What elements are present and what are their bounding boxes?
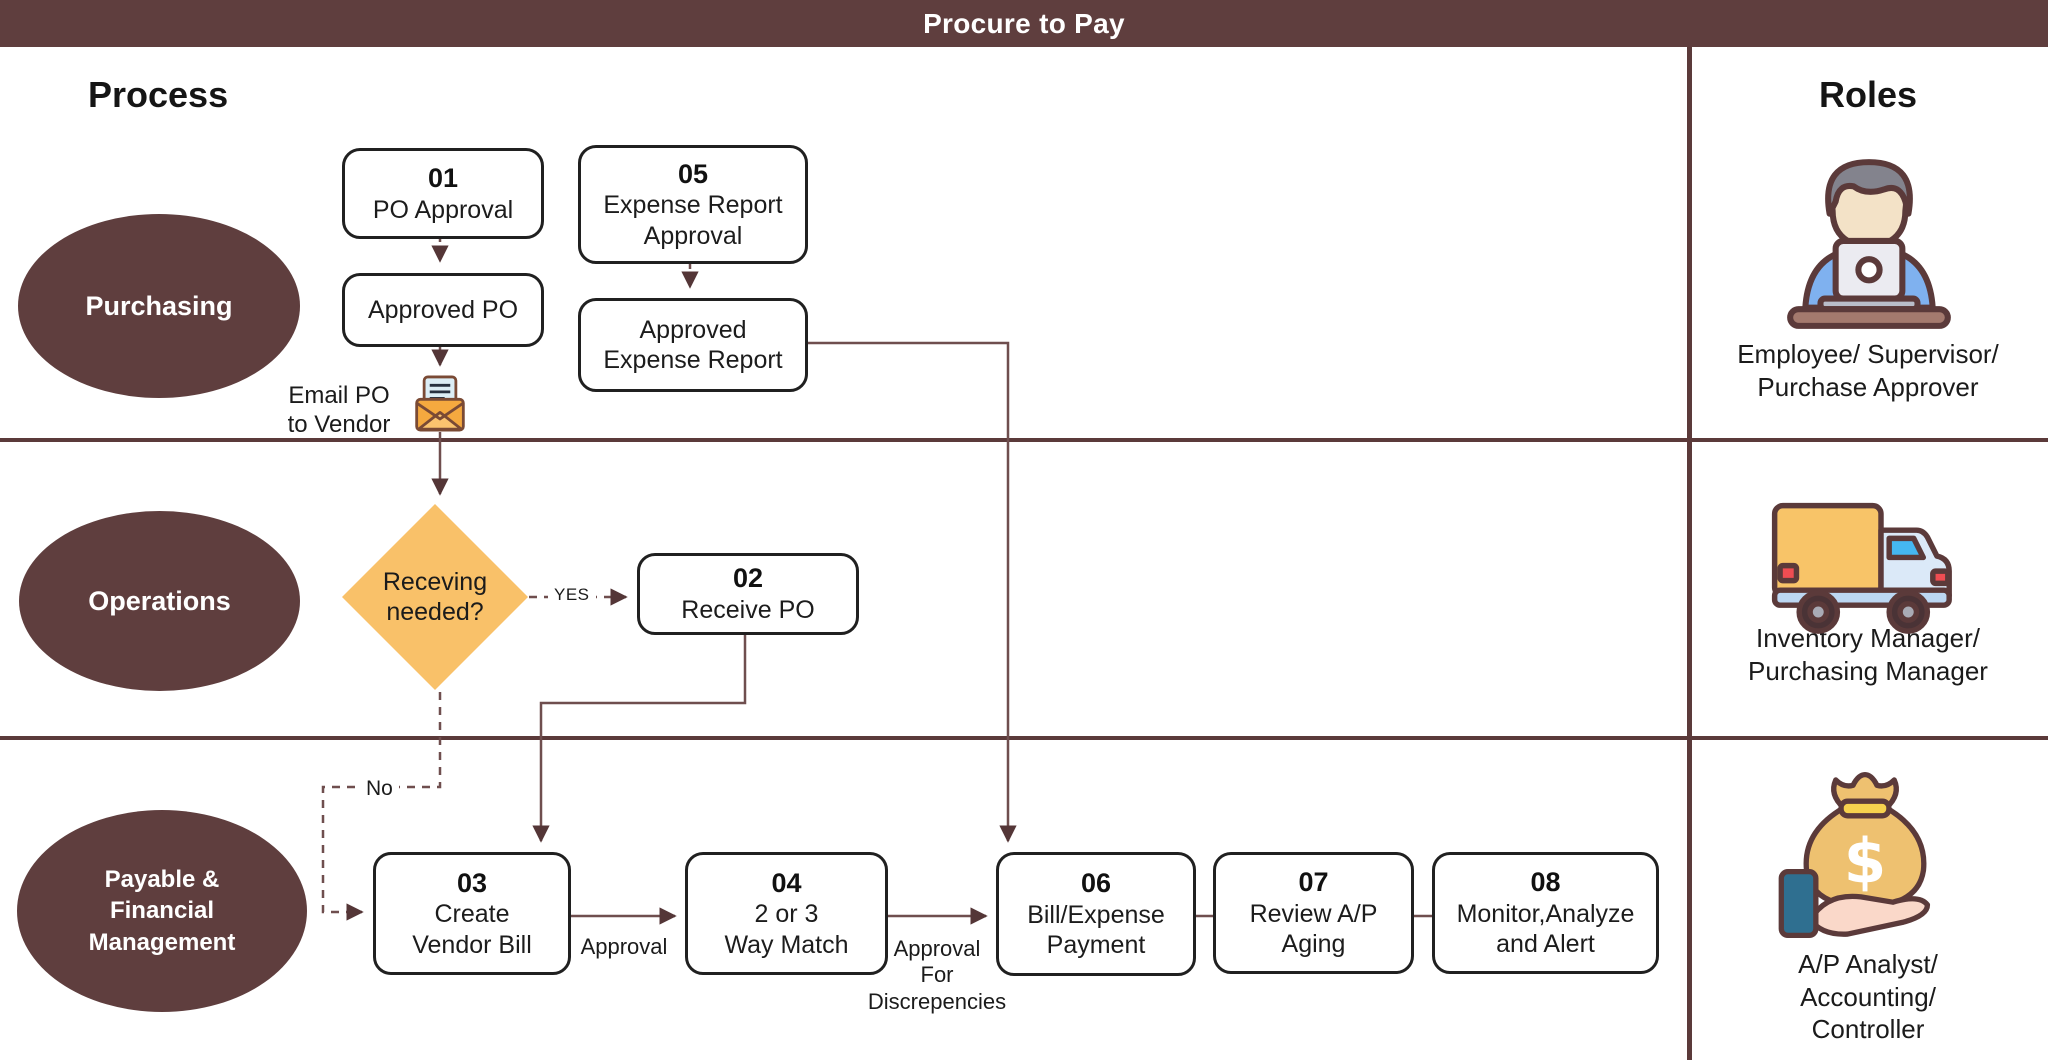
step-02-number: 02 xyxy=(732,563,764,594)
step-03-create-vendor-bill: 03 Create Vendor Bill xyxy=(373,852,571,975)
decision-receiving-needed: Receving needed? xyxy=(342,504,528,690)
step-08-label: Monitor,Analyze and Alert xyxy=(1456,899,1635,959)
lane-payable-financial-management: Payable & Financial Management xyxy=(17,810,307,1012)
lane-purchasing-label: Purchasing xyxy=(85,290,233,321)
decision-label: Receving needed? xyxy=(382,568,488,626)
step-04-way-match: 04 2 or 3 Way Match xyxy=(685,852,888,975)
lane-operations-label: Operations xyxy=(88,585,231,616)
role-2-label: Inventory Manager/ Purchasing Manager xyxy=(1748,623,1988,686)
email-po-to-vendor-label: Email PO to Vendor xyxy=(287,382,391,438)
process-header: Process xyxy=(88,74,229,115)
step-06-number: 06 xyxy=(1080,868,1112,899)
approved-expense-report-box: Approved Expense Report xyxy=(578,298,808,392)
step-04-number: 04 xyxy=(771,867,802,898)
money-bag-hand-icon: $ xyxy=(1772,768,1958,959)
role-1-label: Employee/ Supervisor/ Purchase Approver xyxy=(1737,339,1999,402)
lane-divider-1 xyxy=(0,438,2048,442)
approved-expense-report-label: Approved Expense Report xyxy=(603,315,783,375)
lane-purchasing: Purchasing xyxy=(18,214,300,398)
email-envelope-icon xyxy=(412,374,468,434)
lane-operations: Operations xyxy=(19,511,300,691)
step-08-number: 08 xyxy=(1530,867,1561,898)
step-07-review-ap-aging: 07 Review A/P Aging xyxy=(1213,852,1414,974)
approved-po-box: Approved PO xyxy=(342,273,544,347)
process-roles-border xyxy=(1687,47,1692,1060)
step-01-number: 01 xyxy=(427,162,459,193)
step-05-number: 05 xyxy=(677,158,709,189)
arrow-02-to-03 xyxy=(532,631,747,843)
step-06-label: Bill/Expense Payment xyxy=(1027,900,1165,960)
step-03-number: 03 xyxy=(456,867,488,898)
page-title: Procure to Pay xyxy=(923,7,1125,39)
yes-label: YES xyxy=(548,584,596,607)
step-01-label: PO Approval xyxy=(372,195,514,224)
step-05-label: Expense Report Approval xyxy=(603,191,783,250)
arrow-decision-no-to-03 xyxy=(321,692,442,921)
step-03-label: Create Vendor Bill xyxy=(412,900,532,959)
step-07-label: Review A/P Aging xyxy=(1249,899,1378,959)
lane-divider-2 xyxy=(0,736,2048,740)
no-label: No xyxy=(360,775,399,803)
step-02-receive-po: 02 Receive PO xyxy=(637,553,859,635)
lane-payable-label: Payable & Financial Management xyxy=(88,866,236,956)
step-05-expense-report-approval: 05 Expense Report Approval xyxy=(578,145,808,264)
arrow-approved-expense-report-to-06 xyxy=(803,341,1017,843)
employee-laptop-icon xyxy=(1778,150,1960,343)
role-3-label: A/P Analyst/ Accounting/ Controller xyxy=(1798,949,1938,1044)
step-04-label: 2 or 3 Way Match xyxy=(724,900,849,959)
decision-diamond-shape xyxy=(342,504,528,690)
step-06-bill-expense-payment: 06 Bill/Expense Payment xyxy=(996,852,1196,976)
step-08-monitor-analyze-alert: 08 Monitor,Analyze and Alert xyxy=(1432,852,1659,974)
step-07-number: 07 xyxy=(1298,867,1329,898)
title-bar: Procure to Pay xyxy=(0,0,2048,47)
roles-header: Roles xyxy=(1818,74,1918,115)
delivery-truck-icon xyxy=(1762,492,1970,647)
approved-po-label: Approved PO xyxy=(367,295,519,324)
approval-label: Approval xyxy=(580,934,668,959)
step-02-label: Receive PO xyxy=(681,596,815,625)
approval-for-discrepencies-label: Approval For Discrepencies xyxy=(867,936,1007,1014)
svg-text:$: $ xyxy=(1844,826,1887,897)
step-01-po-approval: 01 PO Approval xyxy=(342,148,544,239)
